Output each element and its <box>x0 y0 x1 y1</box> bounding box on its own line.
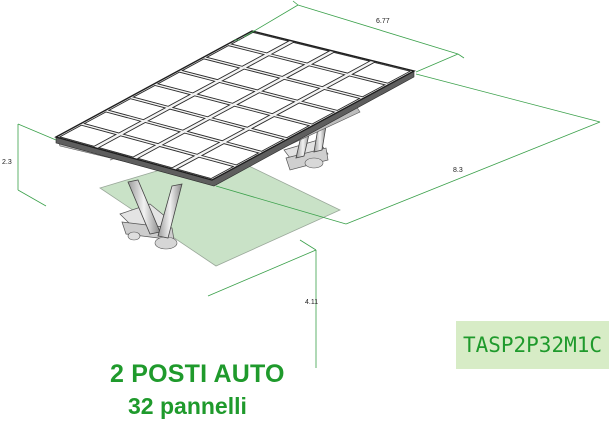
dimension-lines <box>17 0 601 368</box>
solar-panel-array <box>54 30 416 181</box>
solar-panel <box>351 61 412 84</box>
solar-panel <box>225 129 286 152</box>
solar-panel <box>200 143 260 166</box>
solar-panel <box>310 51 371 74</box>
solar-panel <box>205 45 266 67</box>
solar-panel <box>136 146 196 169</box>
solar-panel <box>147 108 206 131</box>
solar-panel <box>161 132 221 155</box>
solar-panel <box>275 102 336 125</box>
model-code-badge: TASP2P32M1C <box>456 321 609 369</box>
solar-panel <box>245 55 306 77</box>
solar-panel <box>132 84 192 107</box>
solar-panel <box>107 98 167 121</box>
solar-panel <box>186 119 246 142</box>
dimension-clearance-label: 4.11 <box>305 299 318 306</box>
solar-panel <box>156 71 216 94</box>
title-panel-count: 32 pannelli <box>128 393 247 419</box>
solar-panel <box>326 75 387 98</box>
solar-panel <box>196 81 256 104</box>
solar-panel <box>236 92 296 115</box>
solar-panel <box>83 111 142 134</box>
solar-panel <box>270 41 331 64</box>
solar-panel <box>122 122 182 145</box>
solar-panel <box>300 89 361 111</box>
solar-panel <box>221 68 281 91</box>
solar-panel <box>250 116 311 139</box>
dimension-width-label: 6.77 <box>376 18 390 25</box>
solar-panel <box>211 105 271 128</box>
solar-panel <box>285 65 346 88</box>
title-parking-spaces: 2 POSTI AUTO <box>110 360 285 388</box>
dimension-height-label: 2.3 <box>2 159 12 166</box>
solar-panel <box>171 95 231 118</box>
solar-panel <box>175 156 235 180</box>
solar-panel <box>58 124 118 147</box>
solar-panel <box>261 78 321 101</box>
dimension-depth-label: 8.3 <box>453 167 463 174</box>
solar-panel <box>97 135 157 158</box>
solar-panel <box>181 58 241 81</box>
